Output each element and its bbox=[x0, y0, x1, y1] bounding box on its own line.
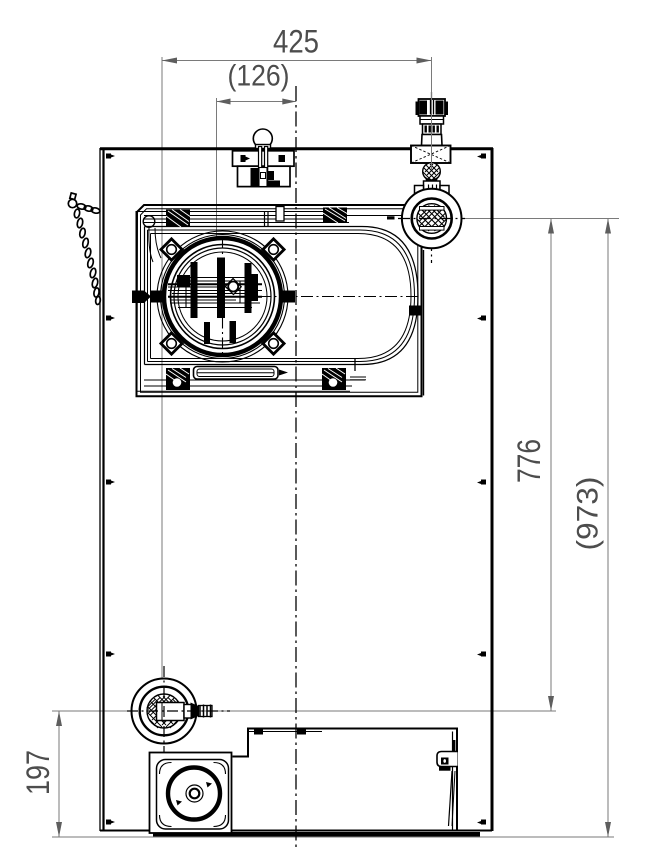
svg-text:776: 776 bbox=[511, 439, 547, 483]
svg-text:425: 425 bbox=[273, 24, 319, 60]
svg-text:(126): (126) bbox=[228, 60, 290, 93]
svg-text:197: 197 bbox=[20, 750, 56, 795]
svg-text:(973): (973) bbox=[572, 477, 605, 551]
